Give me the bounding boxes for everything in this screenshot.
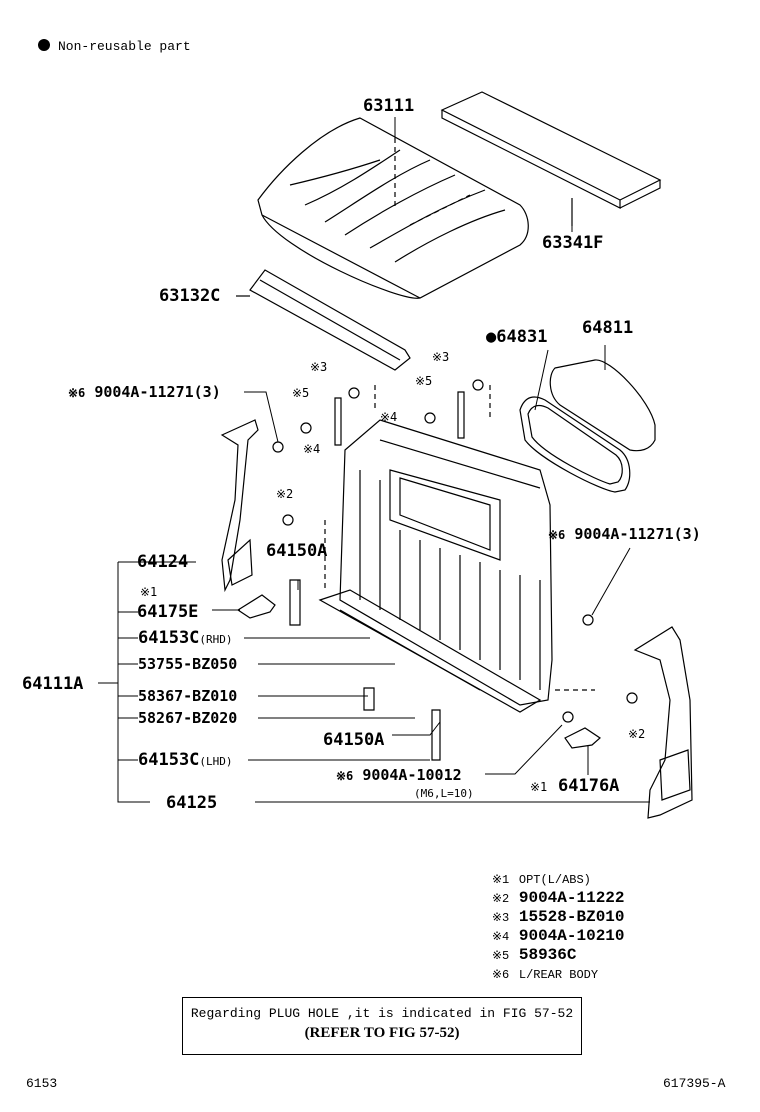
part-64150A-top[interactable]: 64150A	[266, 541, 328, 561]
roof-pad-drawing	[440, 91, 662, 226]
part-64176A[interactable]: 64176A	[558, 776, 620, 796]
part-64831-number: 64831	[496, 327, 548, 347]
mark-2-b: ※2	[628, 727, 646, 741]
right-pillar-drawing	[633, 626, 693, 819]
part-63132C[interactable]: 63132C	[159, 286, 221, 306]
part-64153C-rhd[interactable]: 64153C(RHD)	[138, 628, 233, 648]
legend-non-reusable: Non-reusable part	[38, 39, 191, 54]
mark-5-b: ※5	[415, 374, 433, 388]
part-64111A[interactable]: 64111A	[22, 674, 84, 694]
page-code-left: 6153	[26, 1076, 58, 1091]
mark-4-b: ※4	[303, 442, 321, 456]
bolt-bottom-label[interactable]: ※6 9004A-10012	[336, 766, 462, 784]
part-58367-BZ010[interactable]: 58367-BZ010	[138, 687, 238, 705]
filled-circle-icon	[38, 39, 50, 51]
note-2: ※2 9004A-11222	[492, 889, 625, 907]
back-panel-drawing	[318, 385, 595, 713]
part-63341F[interactable]: 63341F	[542, 233, 604, 253]
mark-3-b: ※3	[432, 350, 450, 364]
mark-2-a: ※2	[276, 487, 294, 501]
mark-4-a: ※4	[380, 410, 398, 424]
note-1: ※1 OPT(L/ABS)	[492, 873, 591, 887]
legend-text: Non-reusable part	[58, 39, 191, 54]
page-code-right: 617395-A	[663, 1076, 726, 1091]
reference-note-box: Regarding PLUG HOLE ,it is indicated in …	[182, 997, 582, 1055]
mark-3-a: ※3	[310, 360, 328, 374]
part-64811[interactable]: 64811	[582, 318, 634, 338]
bolt-right-label[interactable]: ※6 9004A-11271(3)	[548, 525, 701, 543]
note-6: ※6 L/REAR BODY	[492, 968, 599, 982]
bolt-top-left-label[interactable]: ※6 9004A-11271(3)	[68, 383, 221, 401]
small-parts-drawing	[236, 379, 638, 761]
reference-note-line1: Regarding PLUG HOLE ,it is indicated in …	[190, 1006, 574, 1021]
part-64125[interactable]: 64125	[166, 793, 218, 813]
note-4: ※4 9004A-10210	[492, 927, 625, 945]
part-63111[interactable]: 63111	[363, 96, 415, 116]
part-58267-BZ020[interactable]: 58267-BZ020	[138, 709, 238, 727]
part-64175E[interactable]: 64175E	[137, 602, 199, 622]
mark-1-a: ※1	[140, 585, 158, 599]
part-53755-BZ050[interactable]: 53755-BZ050	[138, 655, 238, 673]
note-3: ※3 15528-BZ010	[492, 908, 625, 926]
bolt-bottom-spec: (M6,L=10)	[414, 787, 474, 800]
mark-1-b: ※1	[530, 780, 548, 794]
part-64153C-lhd[interactable]: 64153C(LHD)	[138, 750, 233, 770]
part-64150A-bottom[interactable]: 64150A	[323, 730, 385, 750]
reference-note-line2[interactable]: (REFER TO FIG 57-52)	[304, 1025, 460, 1041]
note-5: ※5 58936C	[492, 946, 577, 964]
header-rail-drawing	[236, 269, 411, 371]
left-pillar-drawing	[220, 419, 259, 593]
roof-panel-drawing	[257, 117, 529, 299]
leader-lines	[98, 117, 650, 803]
part-64124[interactable]: 64124	[137, 552, 189, 572]
part-64831[interactable]: ●64831	[486, 327, 548, 347]
mark-5-a: ※5	[292, 386, 310, 400]
back-glass-drawing	[519, 359, 656, 493]
footnote-legend: ※1 OPT(L/ABS) ※2 9004A-11222 ※3 15528-BZ…	[492, 870, 625, 984]
